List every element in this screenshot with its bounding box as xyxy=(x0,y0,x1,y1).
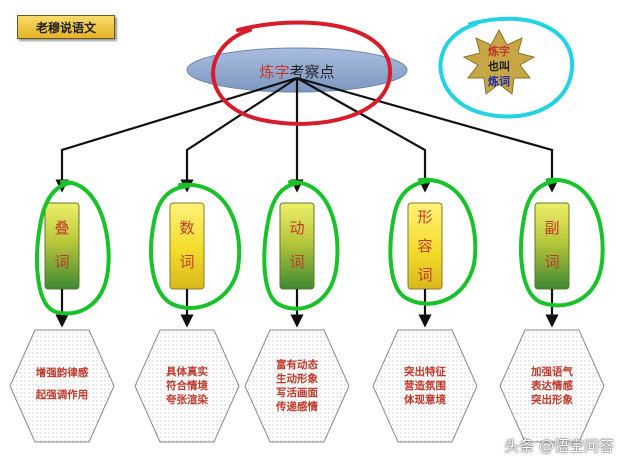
effect-line: 写活画面 xyxy=(276,387,318,399)
star-line-3: 炼词 xyxy=(488,75,510,88)
category-label-2: 数 词 xyxy=(170,211,204,279)
category-char: 副 xyxy=(544,219,560,237)
connector-lines xyxy=(55,76,559,193)
effect-line: 富有动态 xyxy=(276,359,318,371)
effect-line: 表达情感 xyxy=(531,380,573,392)
effect-hexagon-5 xyxy=(499,329,605,443)
category-char: 词 xyxy=(289,253,305,271)
effect-line: 突出特征 xyxy=(404,366,446,378)
cyan-highlight-circle xyxy=(438,16,575,119)
central-topic: 炼字考察点 xyxy=(188,51,406,91)
star-text: 炼字 也叫 炼词 xyxy=(468,44,530,89)
green-highlight-circle-1 xyxy=(35,179,111,316)
connector-2 xyxy=(180,77,298,193)
category-char: 形 xyxy=(417,208,433,226)
effect-line: 传递感情 xyxy=(276,401,318,413)
effect-line: 具体真实 xyxy=(166,366,208,378)
effect-line: 符合情境 xyxy=(166,380,208,392)
category-label-4: 形 容 词 xyxy=(408,203,442,290)
category-char: 数 xyxy=(179,219,195,237)
effect-line: 营造氛围 xyxy=(404,380,446,392)
central-topic-rest: 考察点 xyxy=(289,62,335,81)
effect-hexagon-2 xyxy=(134,329,240,443)
category-char: 词 xyxy=(544,253,560,271)
effect-line: 夸张渲染 xyxy=(166,394,208,406)
effect-text-4: 突出特征 营造氛围 体现意境 xyxy=(375,365,475,407)
effect-line: 加强语气 xyxy=(531,366,573,378)
effect-line: 突出形象 xyxy=(531,394,573,406)
category-char: 叠 xyxy=(54,219,70,237)
category-label-3: 动 词 xyxy=(280,211,314,279)
category-char: 容 xyxy=(417,237,433,255)
central-topic-highlight: 炼字 xyxy=(259,62,290,81)
author-tag-label: 老穆说语文 xyxy=(35,20,96,35)
star-line-1: 炼字 xyxy=(488,45,510,58)
effect-text-5: 加强语气 表达情感 突出形象 xyxy=(502,365,602,407)
effect-hexagon-4 xyxy=(372,329,478,443)
green-highlight-circle-5 xyxy=(519,177,605,308)
category-label-1: 叠 词 xyxy=(45,211,79,279)
effect-line: 起强调作用 xyxy=(35,389,89,401)
category-char: 词 xyxy=(54,253,70,271)
watermark: 头条 @悟空问答 xyxy=(504,437,614,455)
connector-4 xyxy=(296,77,432,193)
effect-text-3: 富有动态 生动形象 写活画面 传递感情 xyxy=(247,358,347,414)
effect-line: 体现意境 xyxy=(404,394,446,406)
effect-line: 生动形象 xyxy=(276,373,318,385)
connector-5 xyxy=(296,76,559,193)
effect-hexagon-3 xyxy=(244,329,350,443)
star-badge xyxy=(462,28,536,95)
red-highlight-circle xyxy=(211,20,393,126)
green-highlight-circle-3 xyxy=(262,179,340,311)
effect-text-1: 增强韵律感 起强调作用 xyxy=(12,362,112,406)
effect-line: 增强韵律感 xyxy=(35,367,89,379)
category-char: 词 xyxy=(417,266,433,284)
category-char: 词 xyxy=(179,253,195,271)
effect-hexagon-1 xyxy=(9,329,115,443)
author-tag: 老穆说语文 xyxy=(17,15,115,39)
effect-text-2: 具体真实 符合情境 夸张渲染 xyxy=(137,365,237,407)
green-highlight-circle-4 xyxy=(388,177,478,306)
green-highlight-circle-2 xyxy=(149,182,242,310)
category-label-5: 副 词 xyxy=(535,211,569,279)
category-char: 动 xyxy=(289,219,305,237)
connector-1 xyxy=(55,76,298,193)
star-line-2: 也叫 xyxy=(488,60,510,73)
